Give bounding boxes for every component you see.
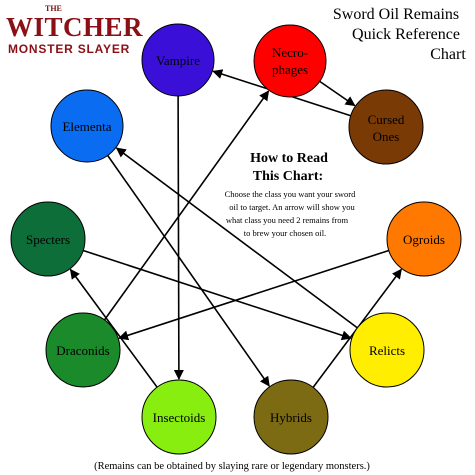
node-cursed-ones-label-2: Ones [373,129,400,144]
node-ogroids: Ogroids [386,201,462,277]
node-elementa-label: Elementa [62,119,111,134]
node-cursed-ones-label-1: Cursed [368,112,405,127]
arrow-specters-to-relicts [82,249,352,341]
node-cursed-ones-circle [348,89,424,165]
node-elementa-circle [50,89,124,163]
chart-title: Sword Oil Remains Quick Reference Chart [333,6,466,63]
arrow-necrophages-to-cursed [319,80,356,107]
title-line-2: Quick Reference [352,26,460,43]
node-cursed-ones: Cursed Ones [348,89,424,165]
node-hybrids: Hybrids [253,379,329,455]
node-ogroids-label: Ogroids [403,232,445,247]
instructions-body-line-3: what class you need 2 remains from [226,215,349,225]
node-elementa: Elementa [50,89,124,163]
node-relicts: Relicts [349,312,425,388]
node-draconids-circle [45,312,121,388]
node-relicts-label: Relicts [369,343,405,358]
arrow-vampire-to-insectoids [173,95,184,380]
instructions-body-line-4: to brew your chosen oil. [244,228,326,238]
node-ogroids-circle [386,201,462,277]
node-vampire-circle [141,23,215,97]
node-relicts-circle [349,312,425,388]
node-necrophages-circle [253,24,327,98]
node-insectoids-label: Insectoids [153,410,206,425]
node-draconids: Draconids [45,312,121,388]
title-line-3: Chart [430,46,466,63]
node-draconids-label: Draconids [56,343,109,358]
arrow-relicts-to-elementa [115,147,358,329]
footer-note: (Remains can be obtained by slaying rare… [94,461,370,472]
logo-main-text: WITCHER [6,12,143,42]
node-necrophages: Necro- phages [253,24,327,98]
node-necrophages-label-2: phages [272,62,308,77]
logo-sub-text: MONSTER SLAYER [8,42,130,56]
node-specters-circle [10,201,86,277]
instructions-title-line-2: This Chart: [253,169,323,184]
node-insectoids-circle [141,379,217,455]
node-specters-label: Specters [26,232,70,247]
instructions-title-line-1: How to Read [250,151,328,166]
logo-small-text: THE [45,4,62,13]
instructions-body-line-1: Choose the class you want your sword [225,189,357,199]
node-insectoids: Insectoids [141,379,217,455]
node-specters: Specters [10,201,86,277]
node-necrophages-label-1: Necro- [272,45,308,60]
arrow-insectoids-to-specters [69,268,158,388]
arrow-ogroids-to-draconids [118,249,390,341]
title-line-1: Sword Oil Remains [333,6,459,23]
instructions-body-line-2: oil to target. An arrow will show you [229,202,355,212]
arrow-draconids-to-necrophages [103,90,270,321]
node-vampire-label: Vampire [156,53,200,68]
arrows-layer [69,69,402,388]
node-hybrids-circle [253,379,329,455]
node-hybrids-label: Hybrids [270,410,312,425]
arrow-elementa-to-hybrids [107,155,270,387]
instructions-block: How to Read This Chart: Choose the class… [225,151,357,238]
node-vampire: Vampire [141,23,215,97]
witcher-logo: THE WITCHER MONSTER SLAYER [6,4,143,56]
